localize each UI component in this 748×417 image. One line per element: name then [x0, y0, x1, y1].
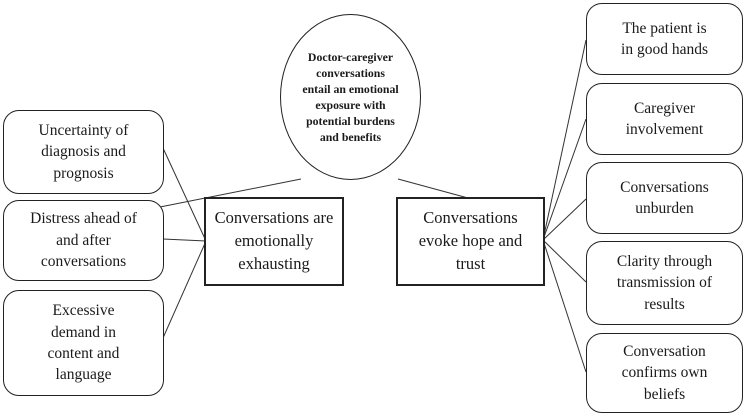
central-question-text: Doctor-caregiver conversations entail an… — [302, 49, 399, 145]
connector-right-5 — [542, 239, 587, 373]
connector-right-1 — [542, 39, 587, 241]
connector-left-3 — [162, 240, 207, 339]
right-item-label: Clarity through transmission of results — [616, 252, 713, 313]
theme-label-hope-trust: Conversations evoke hope and trust — [418, 208, 523, 273]
left-item-label: Excessive demand in content and language — [47, 302, 120, 384]
right-item-clarity: Clarity through transmission of results — [586, 241, 743, 325]
connector-left-1 — [162, 147, 207, 242]
theme-label-exhausting: Conversations are emotionally exhausting — [214, 208, 334, 273]
connector-right-2 — [542, 118, 587, 241]
connector-right-4 — [542, 239, 587, 283]
right-item-label: The patient is in good hands — [621, 19, 708, 58]
connector-right-3 — [542, 198, 587, 241]
left-item-label: Distress ahead of and after conversation… — [30, 210, 137, 271]
central-question-ellipse: Doctor-caregiver conversations entail an… — [280, 14, 421, 180]
left-item-excessive-demand: Excessive demand in content and language — [3, 290, 164, 396]
connector-center-left — [159, 178, 302, 208]
connector-center-right — [397, 178, 469, 199]
theme-box-hope-trust: Conversations evoke hope and trust — [396, 197, 545, 286]
right-item-confirms-beliefs: Conversation confirms own beliefs — [586, 333, 743, 413]
right-item-label: Conversation confirms own beliefs — [621, 342, 708, 403]
right-item-label: Caregiver involvement — [625, 99, 704, 138]
connector-left-2 — [162, 238, 207, 242]
right-item-unburden: Conversations unburden — [586, 162, 743, 234]
left-item-label: Uncertainty of diagnosis and prognosis — [38, 121, 129, 182]
right-item-label: Conversations unburden — [620, 178, 709, 217]
theme-box-exhausting: Conversations are emotionally exhausting — [204, 197, 344, 286]
right-item-good-hands: The patient is in good hands — [586, 3, 743, 75]
left-item-distress: Distress ahead of and after conversation… — [3, 200, 164, 281]
left-item-uncertainty: Uncertainty of diagnosis and prognosis — [3, 110, 164, 194]
right-item-caregiver-involvement: Caregiver involvement — [586, 83, 743, 155]
